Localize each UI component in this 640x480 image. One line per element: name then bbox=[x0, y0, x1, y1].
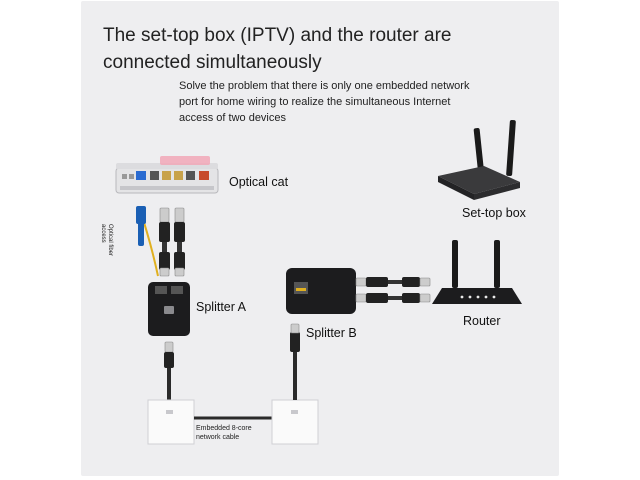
cable-label: Embedded 8-core network cable bbox=[196, 425, 252, 442]
splitter-a-cable bbox=[164, 341, 174, 400]
splitter-b-label: Splitter B bbox=[306, 326, 357, 340]
splitter-b-device bbox=[286, 268, 356, 314]
fiber-cable bbox=[136, 206, 159, 277]
fiber-access-line2: access bbox=[100, 224, 106, 243]
splitter-a-label: Splitter A bbox=[196, 300, 247, 314]
optical-cat-label: Optical cat bbox=[229, 175, 289, 189]
modem-patch-cables bbox=[159, 207, 185, 277]
router-label: Router bbox=[463, 314, 501, 328]
router-patch-cables bbox=[355, 277, 431, 303]
router-device bbox=[432, 240, 522, 304]
cable-label-line2: network cable bbox=[196, 433, 240, 441]
cable-label-line1: Embedded 8-core bbox=[196, 425, 252, 432]
set-top-box-device bbox=[438, 119, 520, 200]
wall-plate-b bbox=[271, 399, 319, 445]
fiber-access-label: Optical fiber access bbox=[99, 224, 113, 256]
page-title: The set-top box (IPTV) and the router ar… bbox=[103, 25, 452, 73]
optical-cat-device bbox=[115, 156, 219, 194]
fiber-access-line1: Optical fiber bbox=[107, 224, 113, 257]
set-top-box-label: Set-top box bbox=[462, 206, 526, 220]
splitter-b-cable bbox=[290, 323, 300, 400]
splitter-a-device bbox=[148, 282, 190, 336]
page-subtitle: Solve the problem that there is only one… bbox=[179, 80, 470, 124]
wall-plate-a bbox=[147, 399, 195, 445]
